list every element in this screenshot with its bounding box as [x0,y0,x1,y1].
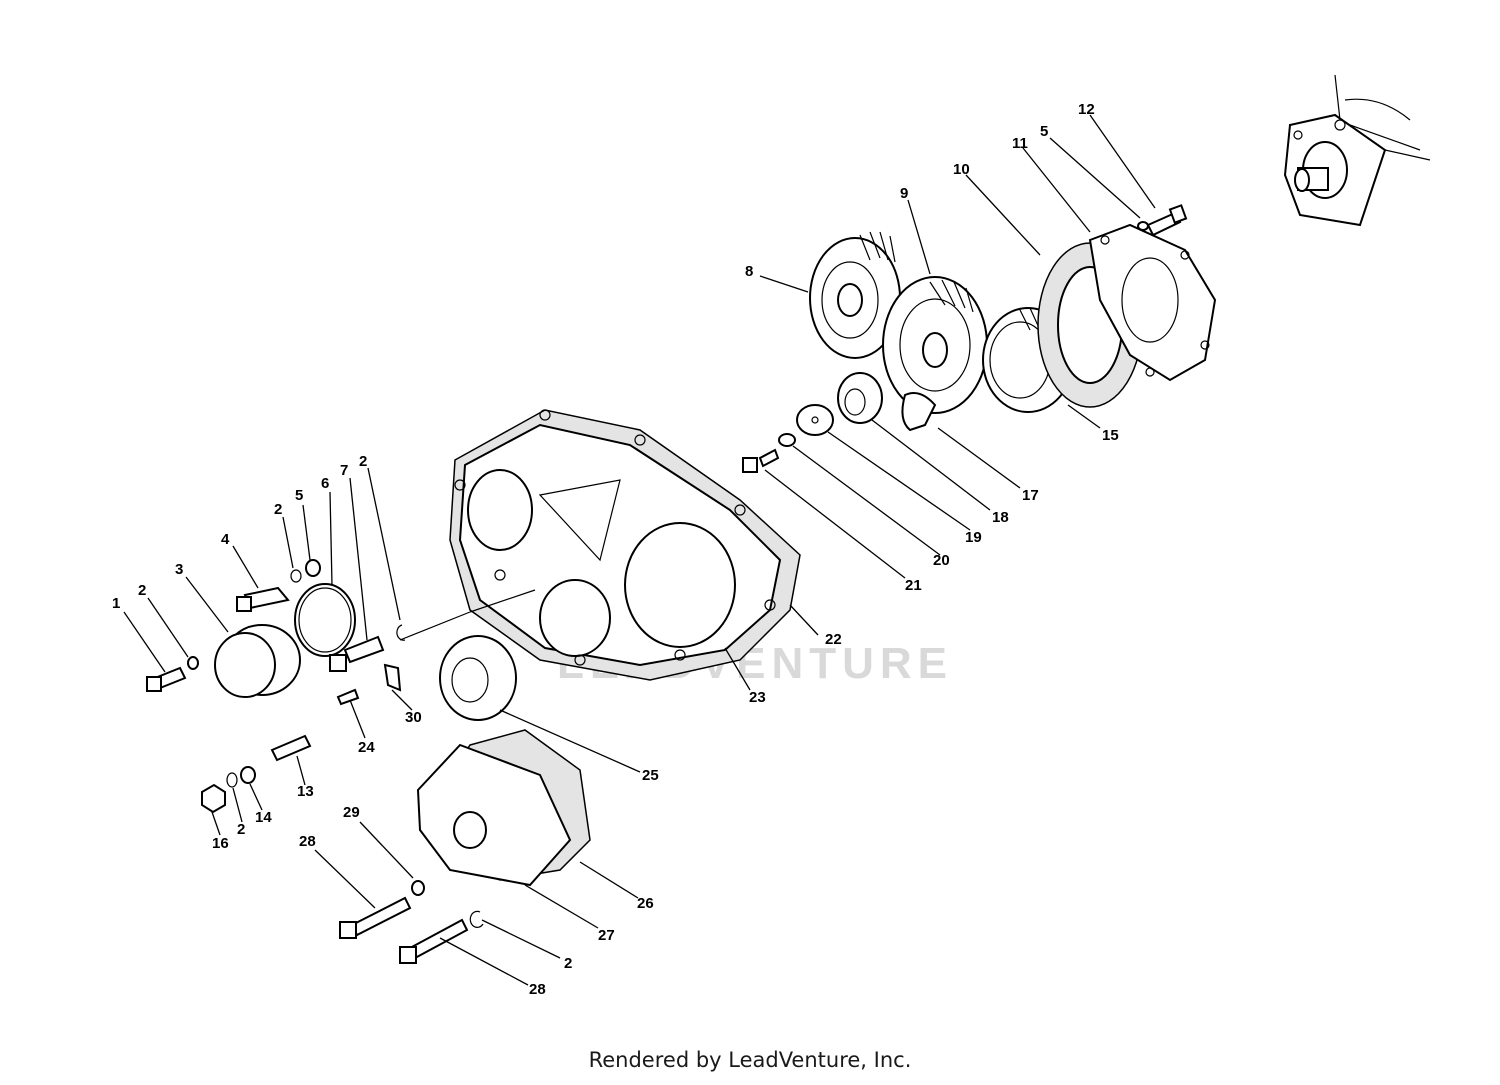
left-assembly [146,559,406,814]
callout-16: 16 [212,835,229,852]
callout-2: 2 [564,955,572,972]
callout-18: 18 [992,509,1009,526]
callout-22: 22 [825,631,842,648]
callout-14: 14 [255,809,272,826]
callout-25: 25 [642,767,659,784]
callout-30: 30 [405,709,422,726]
reference-assembly [1283,74,1431,227]
callout-10: 10 [953,161,970,178]
callout-13: 13 [297,783,314,800]
callout-labels: 1 2 3 4 2 5 6 7 2 8 9 10 11 5 12 13 14 2… [112,101,1119,998]
callout-27: 27 [598,927,615,944]
footer-credit: Rendered by LeadVenture, Inc. [588,1048,912,1072]
callout-6: 6 [321,475,329,492]
leader-lines [123,114,1156,986]
callout-17: 17 [1022,487,1039,504]
callout-2: 2 [359,453,367,470]
callout-23: 23 [749,689,766,706]
callout-7: 7 [340,462,348,479]
callout-26: 26 [637,895,654,912]
callout-28: 28 [299,833,316,850]
callout-4: 4 [221,531,230,548]
callout-21: 21 [905,577,922,594]
callout-2: 2 [274,501,282,518]
gear-cluster [742,204,1217,473]
callout-5: 5 [1040,123,1048,140]
callout-24: 24 [358,739,375,756]
main-case [399,409,801,681]
callout-2: 2 [138,582,146,599]
callout-1: 1 [112,595,120,612]
lower-assembly [339,635,591,964]
callout-11: 11 [1012,135,1028,152]
callout-8: 8 [745,263,753,280]
callout-19: 19 [965,529,982,546]
callout-3: 3 [175,561,183,578]
callout-29: 29 [343,804,360,821]
callout-20: 20 [933,552,950,569]
callout-9: 9 [900,185,908,202]
callout-15: 15 [1102,427,1119,444]
callout-28: 28 [529,981,546,998]
callout-2: 2 [237,821,245,838]
callout-12: 12 [1078,101,1095,118]
callout-5: 5 [295,487,303,504]
